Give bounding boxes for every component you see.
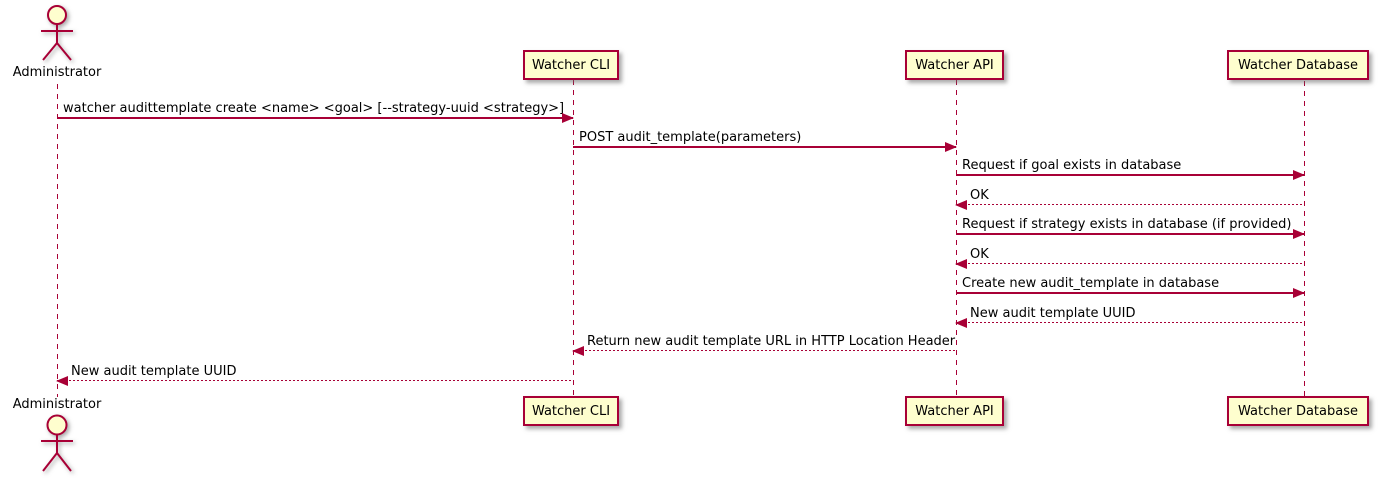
actor-label-top: Administrator: [12, 65, 102, 80]
message-4-arrow: [955, 200, 1304, 210]
message-8-text: New audit template UUID: [970, 306, 1136, 321]
arrowhead-left-icon: [955, 318, 967, 328]
arrowhead-right-icon: [1293, 229, 1305, 239]
message-9-text: Return new audit template URL in HTTP Lo…: [587, 334, 956, 349]
message-10-text: New audit template UUID: [71, 364, 237, 379]
message-7: Create new audit_template in database: [956, 275, 1305, 298]
arrowhead-left-icon: [955, 259, 967, 269]
lifeline-administrator: [57, 84, 58, 397]
message-4-text: OK: [970, 188, 989, 203]
arrowhead-left-icon: [572, 346, 584, 356]
lifeline-watcher-cli: [573, 80, 574, 396]
message-5-arrow: [956, 229, 1305, 239]
arrowhead-left-icon: [955, 200, 967, 210]
message-1-text: watcher audittemplate create <name> <goa…: [63, 101, 565, 116]
message-3-text: Request if goal exists in database: [962, 158, 1182, 173]
message-6: OK: [955, 246, 1304, 269]
arrowhead-right-icon: [1293, 170, 1305, 180]
message-6-arrow: [955, 259, 1304, 269]
participant-watcher-database-bottom: Watcher Database: [1227, 396, 1369, 426]
participant-watcher-database-top: Watcher Database: [1227, 50, 1369, 80]
arrowhead-right-icon: [945, 142, 957, 152]
message-6-text: OK: [970, 247, 989, 262]
message-1: watcher audittemplate create <name> <goa…: [57, 100, 574, 123]
message-3-arrow: [956, 170, 1305, 180]
actor-label-bottom: Administrator: [12, 397, 102, 412]
message-9: Return new audit template URL in HTTP Lo…: [572, 333, 956, 356]
message-2: POST audit_template(parameters): [573, 129, 957, 152]
message-8-arrow: [955, 318, 1304, 328]
actor-icon: [41, 414, 73, 472]
message-8: New audit template UUID: [955, 305, 1304, 328]
arrowhead-right-icon: [562, 113, 574, 123]
message-2-arrow: [573, 142, 957, 152]
message-10: New audit template UUID: [56, 363, 573, 386]
arrowhead-left-icon: [56, 376, 68, 386]
participant-watcher-api-bottom: Watcher API: [905, 396, 1004, 426]
participant-watcher-cli-top: Watcher CLI: [523, 50, 619, 80]
message-7-text: Create new audit_template in database: [962, 276, 1220, 291]
message-1-arrow: [57, 113, 574, 123]
lifeline-watcher-api: [956, 80, 957, 396]
message-5: Request if strategy exists in database (…: [956, 216, 1305, 239]
participant-watcher-api-top: Watcher API: [905, 50, 1004, 80]
message-5-text: Request if strategy exists in database (…: [962, 217, 1292, 232]
message-3: Request if goal exists in database: [956, 157, 1305, 180]
actor-icon: [41, 5, 73, 61]
participant-watcher-cli-bottom: Watcher CLI: [523, 396, 619, 426]
message-7-arrow: [956, 288, 1305, 298]
message-9-arrow: [572, 346, 956, 356]
message-4: OK: [955, 187, 1304, 210]
arrowhead-right-icon: [1293, 288, 1305, 298]
message-10-arrow: [56, 376, 573, 386]
message-2-text: POST audit_template(parameters): [579, 130, 802, 145]
